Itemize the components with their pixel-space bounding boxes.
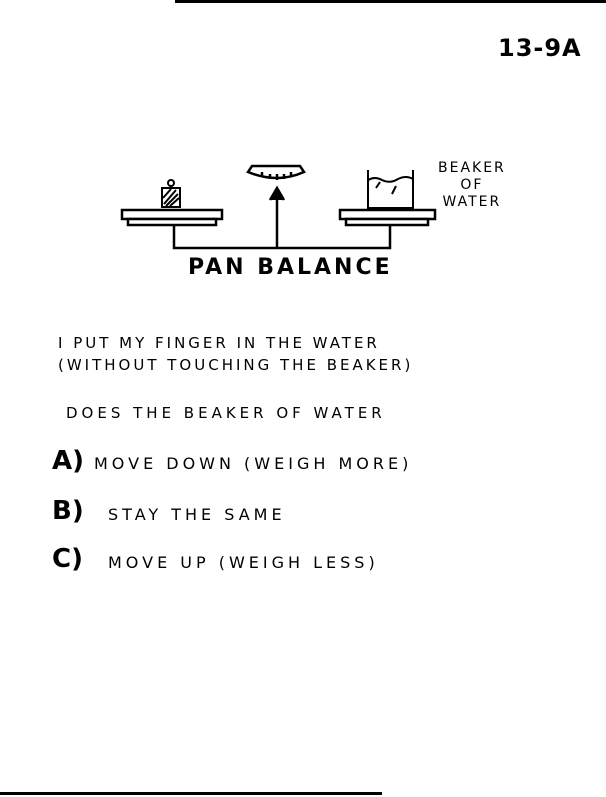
top-edge-line	[175, 0, 606, 3]
option-c-letter: C)	[52, 544, 83, 574]
statement-line-2: (WITHOUT TOUCHING THE BEAKER)	[58, 356, 414, 374]
option-a-letter: A)	[52, 446, 85, 476]
beaker-label-line: BEAKER	[438, 160, 506, 176]
left-pan	[120, 208, 224, 227]
balance-base	[172, 225, 392, 250]
option-b-text: STAY THE SAME	[108, 505, 286, 524]
diagram-title: PAN BALANCE	[188, 255, 393, 280]
beaker-label-line: WATER	[442, 194, 502, 210]
weight-icon	[161, 179, 181, 208]
statement: I PUT MY FINGER IN THE WATER (WITHOUT TO…	[58, 332, 413, 376]
option-a-text: MOVE DOWN (WEIGH MORE)	[94, 454, 413, 473]
right-pan	[338, 208, 437, 227]
bottom-edge-line	[0, 792, 382, 795]
scale-pointer-icon	[246, 164, 306, 248]
page-number: 13-9A	[498, 34, 582, 62]
beaker-label: BEAKER OF WATER	[438, 160, 506, 211]
pan-balance-diagram	[120, 164, 437, 250]
beaker-icon	[367, 170, 414, 209]
option-c-text: MOVE UP (WEIGH LESS)	[108, 553, 379, 572]
statement-line-1: I PUT MY FINGER IN THE WATER	[58, 334, 380, 352]
beaker-label-line: OF	[460, 177, 484, 193]
question: DOES THE BEAKER OF WATER	[66, 404, 386, 422]
option-b-letter: B)	[52, 496, 84, 526]
